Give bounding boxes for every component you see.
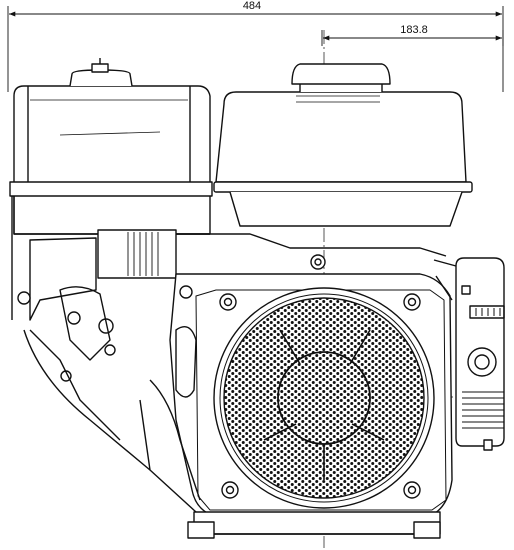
control-box <box>433 257 505 451</box>
overall-width-dimension: 484 <box>243 0 261 12</box>
recoil-starter-guard <box>213 287 435 509</box>
offset-width-dimension: 183.8 <box>400 24 428 36</box>
carburetor <box>17 229 447 471</box>
dimension-lines <box>7 6 504 92</box>
mounting-base <box>187 511 441 539</box>
fuel-tank <box>213 63 473 227</box>
